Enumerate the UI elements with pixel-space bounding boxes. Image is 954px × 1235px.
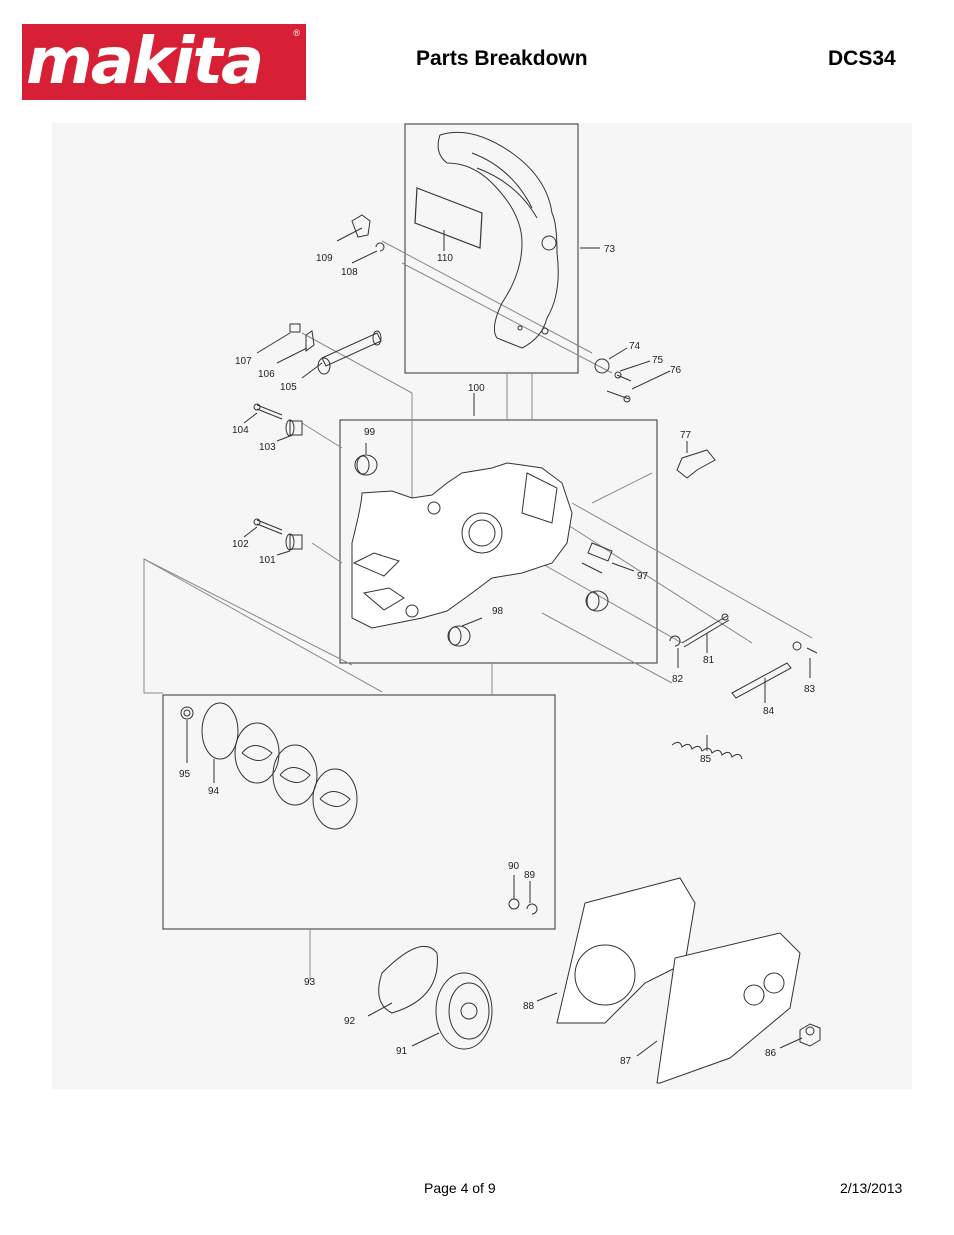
part-label-73: 73: [604, 244, 616, 255]
part-label-91: 91: [396, 1046, 408, 1057]
part-number-labels: 73 74 75 76 77 81 82 83 84 85 86 87 88 8…: [179, 244, 816, 1067]
part-label-108: 108: [341, 267, 358, 278]
part-label-77: 77: [680, 430, 692, 441]
part-label-100: 100: [468, 383, 485, 394]
part-label-89: 89: [524, 870, 536, 881]
crankcase-frame: [339, 419, 658, 664]
part-label-97: 97: [637, 571, 649, 582]
part-label-81: 81: [703, 655, 715, 666]
parts-diagram-svg: 73 74 75 76 77 81 82 83 84 85 86 87 88 8…: [143, 123, 821, 1084]
makita-logo: makita ®: [22, 24, 306, 100]
part-label-88: 88: [523, 1001, 535, 1012]
part-label-101: 101: [259, 555, 276, 566]
part-label-86: 86: [765, 1048, 777, 1059]
part-label-90: 90: [508, 861, 520, 872]
logo-wordmark: makita: [26, 25, 264, 99]
part-label-94: 94: [208, 786, 220, 797]
part-label-93: 93: [304, 977, 316, 988]
clutch-frame: [162, 694, 556, 930]
part-label-76: 76: [670, 365, 682, 376]
parts-diagram: 73 74 75 76 77 81 82 83 84 85 86 87 88 8…: [52, 123, 912, 1089]
part-label-95: 95: [179, 769, 191, 780]
part-label-110: 110: [437, 253, 453, 264]
part-label-103: 103: [259, 442, 276, 453]
part-label-104: 104: [232, 425, 249, 436]
page-number: Page 4 of 9: [424, 1180, 496, 1196]
part-label-92: 92: [344, 1016, 356, 1027]
part-label-75: 75: [652, 355, 664, 366]
part-label-99: 99: [364, 427, 376, 438]
document-date: 2/13/2013: [840, 1180, 903, 1196]
page-title: Parts Breakdown: [416, 47, 588, 70]
part-label-74: 74: [629, 341, 641, 352]
part-label-87: 87: [620, 1056, 632, 1067]
part-label-84: 84: [763, 706, 775, 717]
part-label-109: 109: [316, 253, 333, 264]
part-label-106: 106: [258, 369, 275, 380]
part-label-105: 105: [280, 382, 297, 393]
part-label-107: 107: [235, 356, 252, 367]
part-label-83: 83: [804, 684, 816, 695]
handle-frame: [404, 123, 579, 374]
model-number: DCS34: [828, 47, 896, 70]
part-label-82: 82: [672, 674, 684, 685]
part-label-85: 85: [700, 754, 712, 765]
registered-mark-icon: ®: [293, 28, 300, 38]
part-label-102: 102: [232, 539, 249, 550]
part-label-98: 98: [492, 606, 504, 617]
